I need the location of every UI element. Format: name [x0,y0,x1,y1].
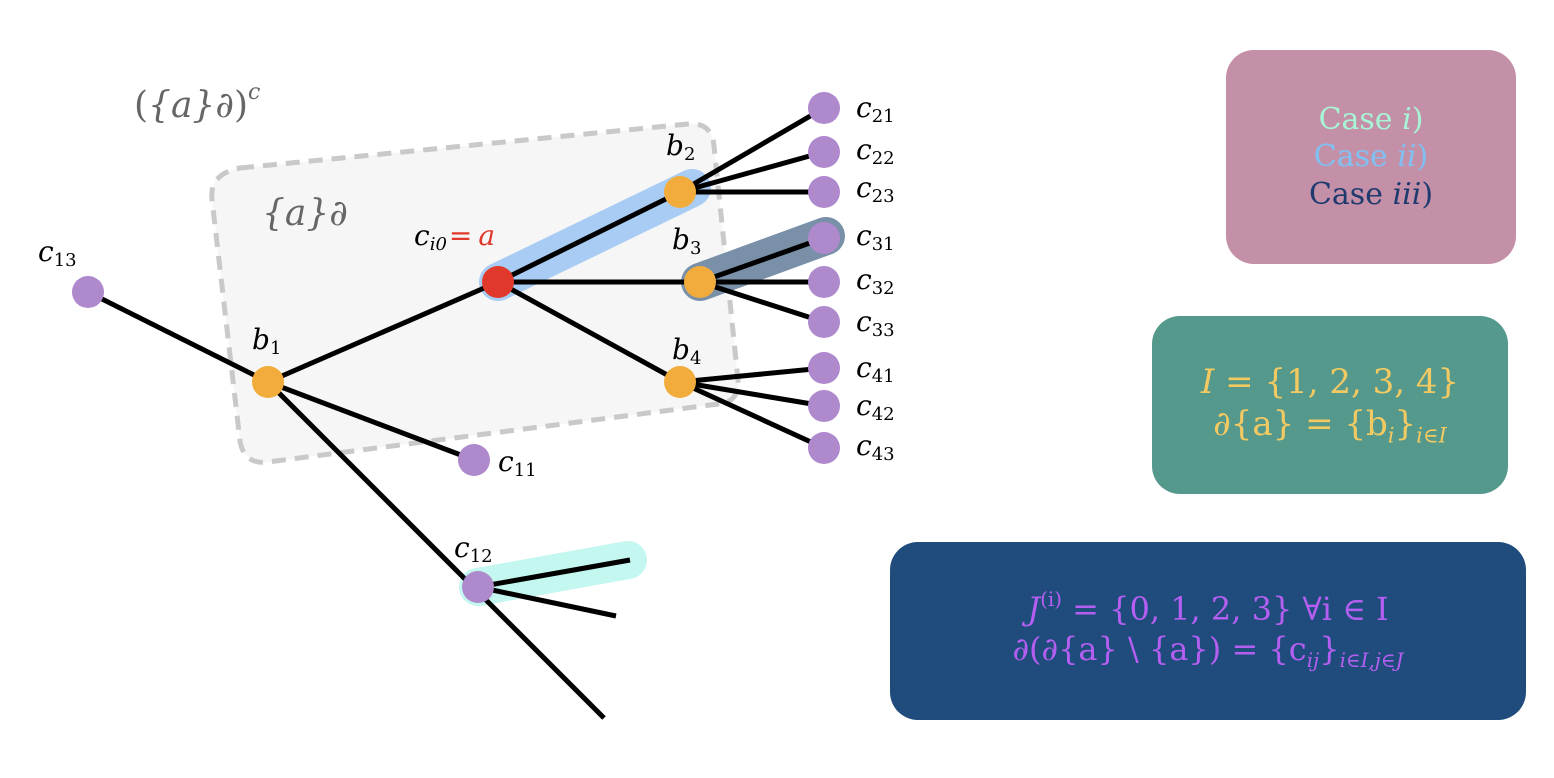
node-c22 [808,136,840,168]
inner-partial: ∂ [329,193,348,234]
node-c13 [72,276,104,308]
c-set-line: ∂(∂{a} \ {a}) = {cij}i∈I,j∈J [1012,630,1404,672]
label-c32: c32 [856,263,895,299]
node-c23 [808,176,840,208]
label-c21: c21 [856,91,895,127]
node-b3 [684,266,716,298]
label-c22: c22 [856,133,895,169]
second-boundary-card: J(i) = {0, 1, 2, 3} ∀i ∈ I ∂(∂{a} \ {a})… [890,542,1526,720]
node-c42 [808,390,840,422]
label-b3: b3 [672,223,702,259]
complement-set-label: ({a}∂)c [134,82,260,124]
boundary-set-line: ∂{a} = {bi}i∈I [1213,404,1447,448]
label-c12: c12 [454,531,493,567]
label-b4: b4 [672,333,702,369]
label-c23: c23 [856,171,895,207]
node-b4 [664,366,696,398]
legend-case-i: Case i) [1318,101,1424,137]
node-c43 [808,432,840,464]
label-c31: c31 [856,219,895,255]
node-c31 [808,222,840,254]
label-c33: c33 [856,305,895,341]
label-c43: c43 [856,429,895,465]
legend-case-iii: Case iii) [1308,176,1434,212]
node-b2 [664,176,696,208]
edges [86,105,826,720]
index-set-card: I = {1, 2, 3, 4} ∂{a} = {bi}i∈I [1152,316,1508,494]
label-b2: b2 [666,129,696,165]
index-set-line: I = {1, 2, 3, 4} [1200,361,1460,402]
label-c13: c13 [38,235,77,271]
paren-close: ) [233,85,248,126]
node-c12 [462,571,494,603]
node-c32 [808,266,840,298]
label-b1: b1 [252,323,282,359]
inner-set-label: {a}∂ [262,196,348,232]
inner-brace-a: {a} [262,193,330,234]
j-set-line: J(i) = {0, 1, 2, 3} ∀i ∈ I [1027,588,1389,629]
partial-symbol: ∂ [215,85,234,126]
complement-sup: c [248,80,261,105]
legend-case-ii: Case ii) [1313,139,1429,175]
node-c41 [808,352,840,384]
label-c42: c42 [856,389,895,425]
node-b1 [252,366,284,398]
label-c-i0: ci0=a [414,219,496,255]
node-a [482,266,514,298]
legend-card: Case i) Case ii) Case iii) [1226,50,1516,264]
nodes [72,92,840,603]
node-c33 [808,306,840,338]
brace-a: {a} [148,85,216,126]
label-c41: c41 [856,351,895,387]
label-c11: c11 [498,445,537,481]
node-c11 [458,444,490,476]
node-c21 [808,92,840,124]
paren-open: ( [134,85,149,126]
